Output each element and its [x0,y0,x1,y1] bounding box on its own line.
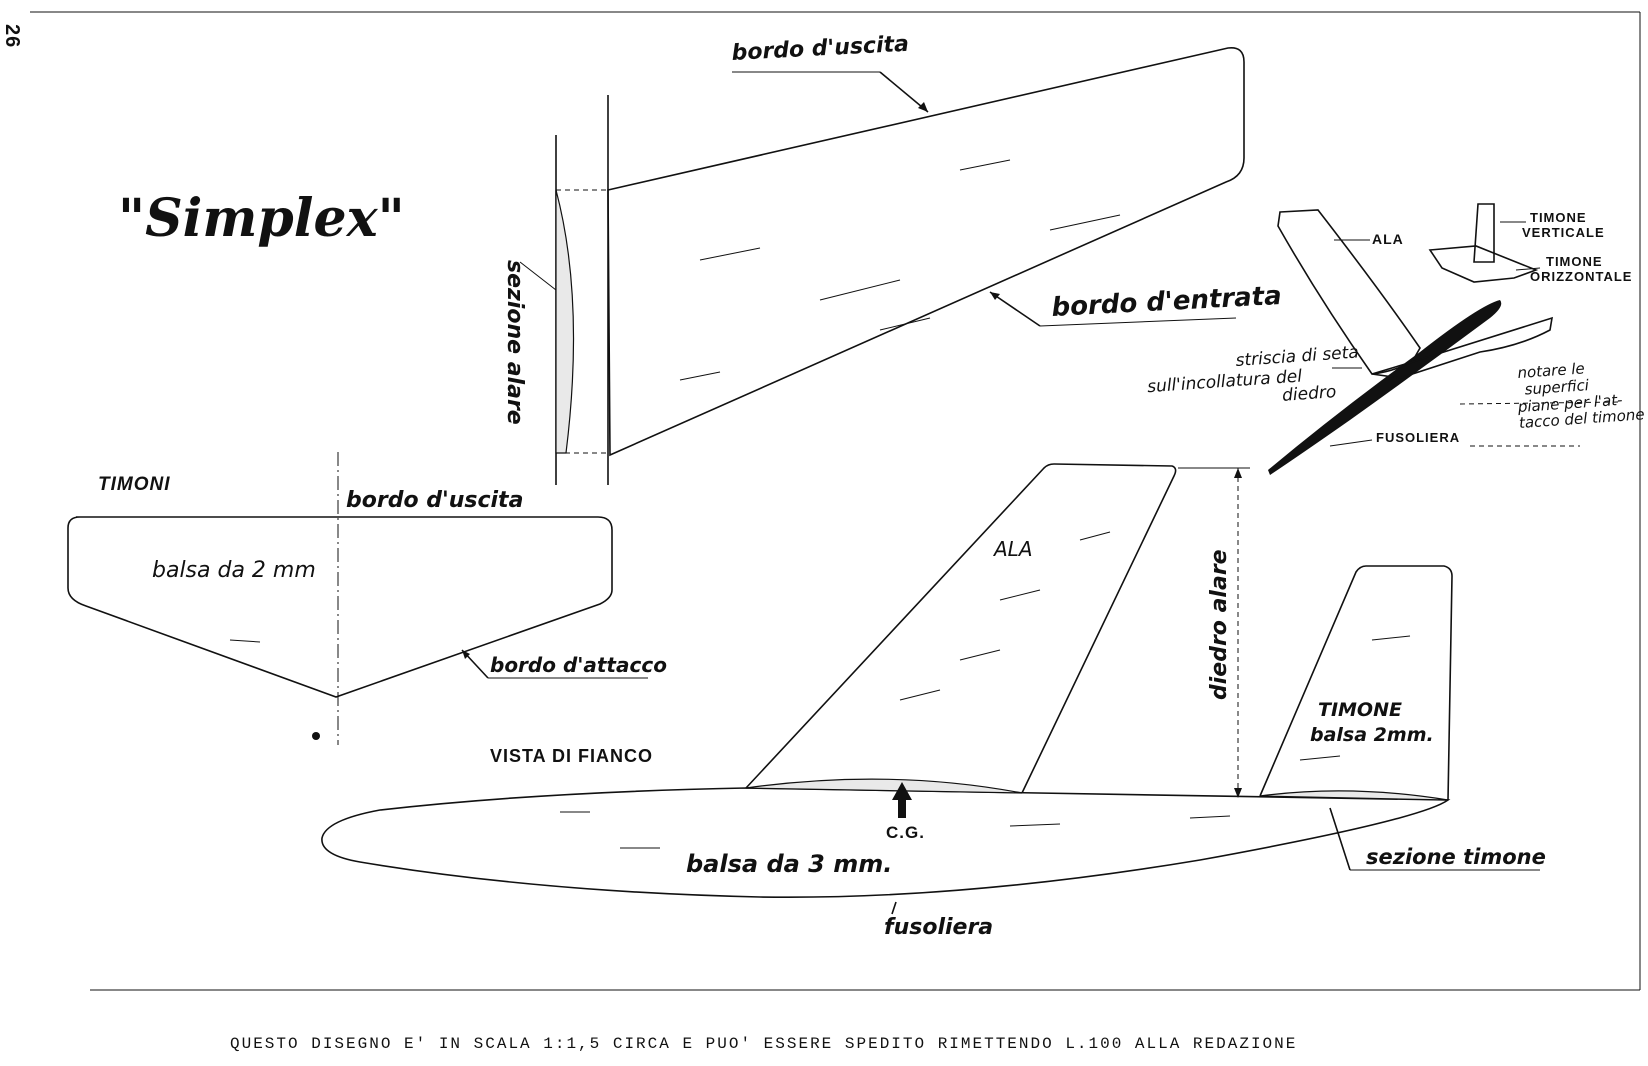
dihedral-label: diedro alare [1207,549,1232,700]
footer-caption: QUESTO DISEGNO E' IN SCALA 1:1,5 CIRCA E… [230,1035,1297,1053]
side-rudder-grain [1299,635,1411,761]
side-rudder-material: balsa 2mm. [1310,724,1434,746]
horizontal-rudder-label: TIMONE ORIZZONTALE [1530,254,1632,284]
perspective-view: ALA TIMONE VERTICALE TIMONE ORIZZONTALE … [1145,203,1645,475]
horizontal-rudder-label-l1: TIMONE [1546,254,1603,269]
side-wing-outline [745,463,1177,794]
horizontal-rudder-label-l2: ORIZZONTALE [1530,269,1632,284]
tail-plan: TIMONI bordo d'uscita balsa da 2 mm bord… [67,452,667,745]
wing-grain-marks [679,159,1121,381]
tail-grain-mark [229,639,261,643]
tail-attach-edge-label: bordo d'attacco [490,653,667,677]
wing-section-label: sezione alare [502,260,527,425]
vertical-rudder-label-l2: VERTICALE [1522,225,1605,240]
wing-trailing-edge-label: bordo d'uscita [731,32,909,66]
side-fuselage-label: fusoliera [884,915,993,940]
surfaces-note-l2: superfici [1524,376,1590,399]
silk-strip-note-l2: sull'incollatura del [1147,366,1303,397]
surfaces-note-l1: notare le [1517,359,1585,382]
section-leader [519,261,557,291]
perspective-wing-left [1277,209,1421,375]
page-number: 26 [1,24,23,48]
vertical-rudder-label-l1: TIMONE [1530,210,1587,225]
drawing-title: "Simplex" [118,188,405,249]
tail-heading: TIMONI [98,474,171,495]
cg-label: C.G. [886,823,925,842]
side-view: VISTA DI FIANCO ALA diedro alare TIMONE … [321,463,1546,940]
surfaces-note: notare le superfici piane per l'at- tacc… [1514,355,1645,432]
tail-material-label: balsa da 2 mm [152,558,316,583]
cg-arrow [892,782,912,818]
perspective-wing-right [1371,316,1554,379]
side-rudder-root-section [1259,790,1449,801]
side-wing-grain [899,531,1111,701]
perspective-horizontal-rudder [1428,245,1539,283]
perspective-wing-label: ALA [1372,231,1404,247]
fuselage-label-arrow [891,901,897,915]
rudder-section-label: sezione timone [1366,845,1546,869]
horizontal-rudder-leader [1515,267,1541,271]
leading-edge-arrow [989,291,1041,327]
dihedral-bottom-arrowhead [1234,788,1242,798]
silk-strip-note: striscia di seta sull'incollatura del di… [1145,342,1367,415]
tail-centerline-dot [312,732,320,740]
side-fuselage-outline [321,787,1451,898]
perspective-fuselage [1268,300,1502,475]
perspective-fuselage-leader [1329,439,1373,447]
silk-strip-note-l3: diedro [1281,382,1336,406]
perspective-vertical-rudder [1473,203,1495,263]
side-view-heading: VISTA DI FIANCO [490,746,653,766]
tail-outline [67,516,613,698]
vertical-rudder-label: TIMONE VERTICALE [1522,210,1605,240]
trailing-edge-arrowhead [918,102,928,112]
side-rudder-label: TIMONE [1318,699,1402,721]
wing-leading-edge-label: bordo d'entrata [1051,281,1283,323]
side-fuselage-material: balsa da 3 mm. [686,850,892,878]
perspective-fuselage-label: FUSOLIERA [1376,430,1460,445]
wing-airfoil-section [555,189,575,454]
side-fuselage-grain [560,811,1231,849]
dihedral-top-arrowhead [1234,468,1242,478]
trailing-edge-arrow [879,71,929,113]
wing-top-view: bordo d'uscita bordo d'entrata sezione a… [502,32,1282,485]
side-wing-label: ALA [992,537,1033,561]
wing-outline [607,46,1245,457]
rudder-section-arrow [1329,807,1351,871]
side-wing-root-section [745,778,1023,794]
attach-edge-arrowhead [462,650,470,659]
leading-edge-leader [1039,317,1237,327]
leading-edge-arrowhead [990,292,1000,300]
tail-trailing-edge-label: bordo d'uscita [346,488,523,513]
side-rudder-outline [1259,565,1453,801]
